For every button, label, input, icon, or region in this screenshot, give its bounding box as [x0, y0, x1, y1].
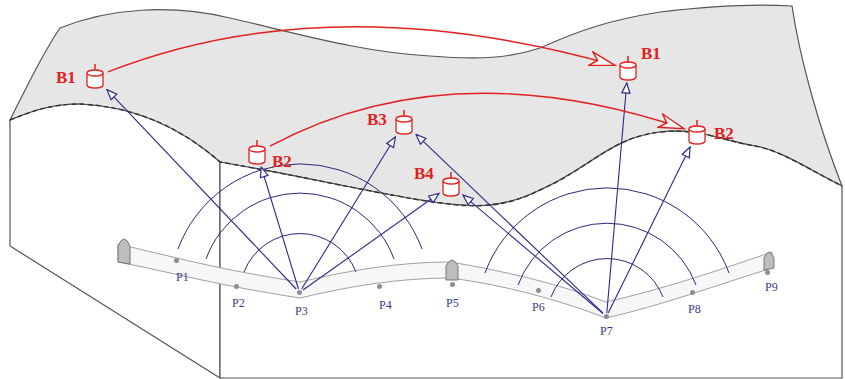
ray-arrow [608, 147, 690, 313]
instrument-icon [617, 56, 639, 82]
tunnel-portal [118, 239, 130, 264]
point-dot [690, 290, 695, 295]
point-label: P8 [688, 302, 701, 316]
point-dot [174, 258, 179, 263]
measurement-point: P2 [234, 284, 239, 289]
instrument-station: B3 [393, 110, 415, 136]
instrument-station: B1 [84, 64, 106, 90]
measurement-point: P3 [297, 290, 302, 295]
point-label: P1 [176, 270, 189, 284]
point-label: P9 [765, 280, 778, 294]
block-left-face [10, 104, 220, 378]
instrument-icon [246, 140, 268, 166]
ray-arrow [463, 195, 603, 313]
ray-arrow [302, 137, 396, 289]
transfer-arrow [108, 27, 615, 72]
measurement-point: P7 [604, 314, 609, 319]
tunnel-portal [764, 252, 774, 270]
measurement-point: P1 [174, 258, 179, 263]
ray-arrow [607, 83, 627, 313]
station-label: B4 [414, 164, 434, 184]
station-label: B1 [641, 44, 661, 64]
transfer-arrow [270, 93, 684, 146]
point-label: P2 [232, 296, 245, 310]
measurement-point: P9 [765, 270, 770, 275]
station-label: B2 [714, 124, 734, 144]
station-label: B2 [272, 152, 292, 172]
tunnel [118, 244, 772, 318]
measurement-point: P4 [377, 284, 382, 289]
instrument-station: B1 [617, 56, 639, 82]
point-dot [234, 284, 239, 289]
block-front-face [220, 131, 842, 378]
measurement-point: P5 [450, 282, 455, 287]
instrument-station: B2 [686, 120, 708, 146]
instrument-station: B2 [246, 140, 268, 166]
point-dot [765, 270, 770, 275]
instrument-icon [393, 110, 415, 136]
instrument-icon [84, 64, 106, 90]
point-label: P5 [446, 296, 459, 310]
point-dot [377, 284, 382, 289]
ray-arrow [261, 167, 298, 289]
point-label: P4 [379, 298, 392, 312]
instrument-icon [686, 120, 708, 146]
point-dot [297, 290, 302, 295]
point-label: P7 [600, 324, 613, 338]
instrument-icon [440, 172, 462, 198]
point-dot [450, 282, 455, 287]
instrument-station: B4 [440, 172, 462, 198]
point-dot [604, 314, 609, 319]
station-label: B1 [56, 68, 76, 88]
point-label: P3 [295, 304, 308, 318]
tunnel-portal [446, 260, 458, 280]
ray-arrow [416, 134, 603, 313]
point-label: P6 [532, 300, 545, 314]
station-label: B3 [367, 110, 387, 130]
point-dot [536, 288, 541, 293]
wave-fronts [178, 164, 729, 297]
ray-arrow [303, 194, 439, 291]
measurement-point: P8 [690, 290, 695, 295]
measurement-point: P6 [536, 288, 541, 293]
